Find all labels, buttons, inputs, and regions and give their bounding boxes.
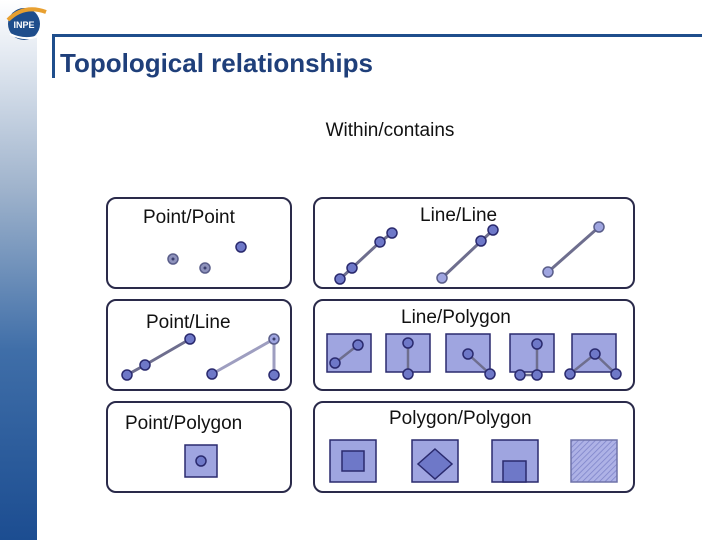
line-node [475,235,487,247]
line-node [352,339,364,351]
panel-label-polygon-polygon: Polygon/Polygon [389,408,532,429]
polygon-inner [341,450,365,472]
point-node [139,359,151,371]
polygon-inner [502,460,527,483]
point-node-center [272,337,276,341]
line-node [436,272,448,284]
line-node [531,338,543,350]
line-node [487,224,499,236]
point-node [235,241,247,253]
line-node [386,227,398,239]
slide-title: Topological relationships [60,48,373,78]
line-node [462,348,474,360]
line-segment [338,231,393,281]
panel-label-point-point: Point/Point [143,207,235,228]
point-node-center [171,257,175,261]
polygon-polygon-figure [329,439,618,483]
line-node [121,369,133,381]
slide-subtitle: Within/contains [325,120,455,141]
line-node [593,221,605,233]
line-node [334,273,346,285]
inpe-logo: INPE [6,7,51,40]
point-node [195,455,207,467]
polygon-equal-hatched [570,439,618,483]
panel-label-line-line: Line/Line [420,205,498,226]
line-node [589,348,601,360]
line-node [514,369,526,381]
logo-text: INPE [13,20,34,30]
line-line-figure [334,221,605,285]
line-node [374,236,386,248]
polygon-square [509,333,555,373]
line-segment [440,228,495,280]
line-node [346,262,358,274]
line-node [542,266,554,278]
line-segment [547,225,600,274]
line-node [184,333,196,345]
line-node [531,369,543,381]
polygon-inner-diamond [416,447,454,481]
line-node [329,357,341,369]
line-node [610,368,622,380]
line-node [206,368,218,380]
panel-label-line-polygon: Line/Polygon [401,307,511,328]
line-node [268,369,280,381]
line-node [484,368,496,380]
line-node [402,368,414,380]
line-node [564,368,576,380]
point-point-figure [167,241,247,274]
line-polygon-figure [326,333,622,381]
point-node-center [203,266,207,270]
panel-label-point-polygon: Point/Polygon [125,413,243,434]
panel-label-point-line: Point/Line [146,312,231,333]
line-segment [126,337,191,377]
line-segment [211,336,276,376]
point-polygon-figure [184,444,218,478]
title-rule-vertical [52,36,55,78]
line-node [402,337,414,349]
point-line-figure [121,333,280,381]
panel-point-point [106,197,292,289]
sidebar-gradient [0,0,37,540]
title-rule-horizontal [52,34,702,37]
